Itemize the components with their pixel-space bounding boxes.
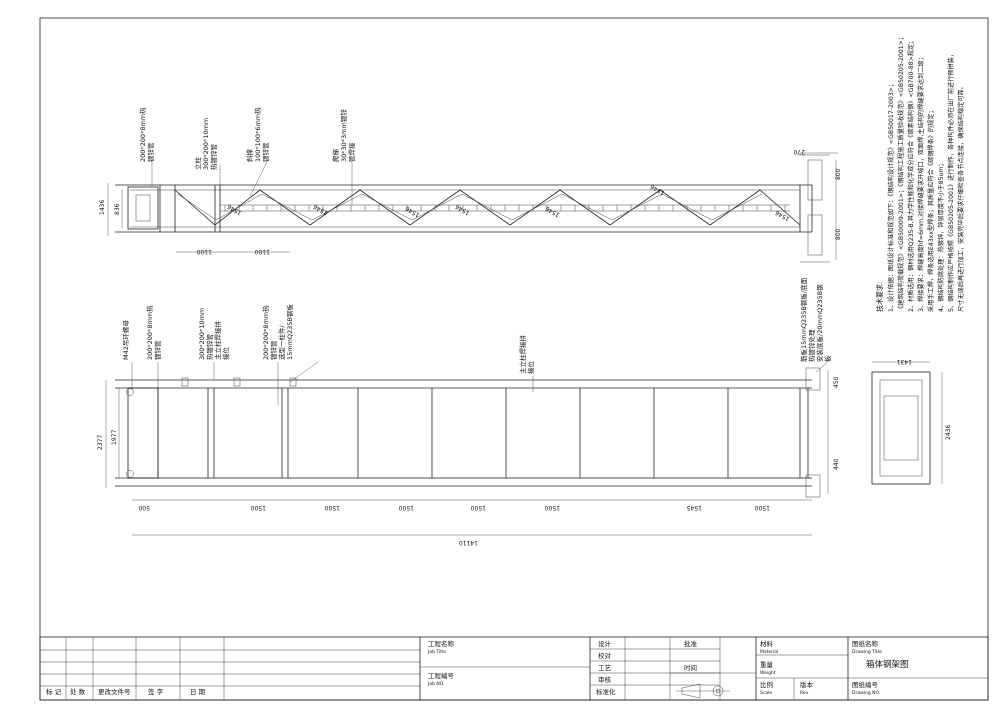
rev-header-0: 标 记: [46, 687, 62, 696]
note-line-1: 《建筑结构荷载规范》<GB50009-2001>；《钢结构工程施工质量验收规范》…: [897, 34, 905, 312]
tv-dim-1: 836: [114, 203, 121, 215]
role-review: 审核: [598, 675, 612, 684]
tv-dim-6: 1546: [404, 205, 421, 219]
tv-dim-0: 1436: [99, 200, 106, 215]
weight-en: Weight: [760, 670, 776, 676]
tv-label-1: 立柱300*200*10mm热镀锌管: [193, 118, 218, 170]
fv-label-2: 300*200*10mm热镀锌管主立柱焊接拼接位: [198, 308, 230, 360]
tv-dim-10: 1546: [774, 209, 791, 223]
scale-cn: 比例: [760, 680, 773, 689]
fv-dim-7: 1500: [399, 504, 414, 511]
fv-label-3: 200*200*8mm热镀锌管选型一柱件/15mmQ235B钢板: [261, 304, 294, 360]
notes-heading: 技术要求:: [875, 282, 884, 312]
sheet-border: [39, 17, 989, 701]
fv-dim-9: 1500: [545, 504, 560, 511]
drawing-title-en: Drawing Title: [852, 649, 882, 655]
job-no-en: Job NO.: [427, 681, 445, 687]
note-line-6: 5、钢结构制作应严格按照《GB50205-2001》进行制作，各种构件必须在出厂…: [947, 51, 955, 312]
role-design: 设计: [598, 639, 612, 648]
note-line-5: 4、钢结构防腐处理：热镀锌，锌层厚度不小于85um；: [937, 160, 945, 312]
job-no-cn: 工程编号: [428, 671, 455, 680]
rev-header-1: 处 数: [70, 687, 86, 696]
material-en: Material: [760, 649, 778, 655]
note-line-0: 1、设计依据：图纸设计标准和规范如下：《钢结构设计规范》<GB50017-200…: [887, 81, 895, 312]
tv-label-0: 200*200*8mm热镀锌管: [138, 107, 155, 162]
front-view: [105, 361, 829, 536]
fv-dim-12: 14110: [459, 539, 478, 546]
fv-dim-0: 2377: [97, 435, 104, 450]
approve-label: 批准: [684, 639, 698, 648]
fv-label-4: 主立柱焊接拼接位: [518, 335, 535, 375]
note-line-7: 尺寸无误后再进行加工，安装完毕后要求仔细检查各节点连接，确保结构稳定可靠。: [957, 83, 965, 312]
sv-dim-1: 2436: [945, 425, 952, 440]
job-title-en: Job Title: [427, 649, 446, 655]
note-line-2: 2、材质选用：钢材选用Q235-B,其力学性能和化学成分应符合《碳素结构钢》<G…: [907, 38, 915, 312]
technical-notes: 技术要求: 1、设计依据：图纸设计标准和规范如下：《钢结构设计规范》<GB500…: [875, 34, 965, 312]
fv-dim-11: 1500: [755, 504, 770, 511]
fv-dim-4: 500: [138, 504, 150, 511]
tv-dim-13: 800: [835, 228, 842, 240]
role-standard: 标准化: [596, 687, 616, 696]
tv-label-3: 爬梯30*30*3mm镀锌管焊接: [331, 109, 356, 162]
scale-en: Scale: [760, 690, 772, 696]
note-line-4: 采用手工焊，焊条选用E43xx型焊条；其质量应符合《碳钢焊条》的规定；: [927, 107, 935, 312]
fv-dim-5: 1500: [251, 504, 266, 511]
fv-label-1: 200*200*8mm热镀锌管: [145, 305, 162, 360]
front-end-frame: [127, 387, 159, 479]
rev-header-2: 更改文件号: [98, 687, 131, 696]
rev-en: Rev: [800, 690, 809, 696]
fv-label-0: M42吊环螺母: [121, 320, 130, 360]
tv-dim-12: 800: [835, 168, 842, 180]
drawing-no-en: Drawing NO.: [852, 690, 880, 696]
tv-dim-2: 1100: [197, 248, 212, 255]
fv-label-5: 筋板15mmQ235B钢板/底面热镀锌处理安装底板/20mmQ235B钢板: [799, 277, 832, 362]
role-check: 校对: [598, 651, 612, 660]
weight-cn: 重量: [760, 661, 774, 669]
end-box: [127, 186, 159, 230]
tv-dim-3: 1100: [255, 248, 270, 255]
top-view: [107, 152, 838, 263]
drawing-title-cn: 图纸名称: [852, 639, 879, 648]
tv-dim-5: 1546: [312, 203, 329, 217]
lifting-nut-icon-lower: [126, 470, 134, 478]
rev-header-3: 签 字: [148, 687, 164, 696]
fv-dim-8: 1500: [471, 504, 486, 511]
tv-dim-11: 270: [793, 148, 805, 155]
drawing-title-value: 箱体钢架图: [866, 659, 909, 670]
tv-dim-7: 1546: [454, 203, 471, 217]
material-cn: 材料: [760, 639, 774, 648]
job-title-cn: 工程名称: [428, 639, 455, 648]
drawing-no-cn: 图纸编号: [852, 680, 879, 689]
fv-dim-3: 440: [833, 458, 840, 470]
diagonal-braces: [174, 189, 801, 226]
projection-cone-icon: [681, 683, 701, 699]
tv-label-2: 斜撑100*100*6mm热镀锌管: [245, 107, 270, 162]
side-view: [871, 361, 943, 485]
rev-cn: 版本: [800, 680, 814, 689]
tv-dim-8: 1546: [544, 205, 561, 219]
rev-header-4: 日 期: [190, 688, 206, 696]
fv-dim-1: 1977: [111, 430, 118, 445]
fv-dim-2: 450: [833, 376, 840, 388]
fv-dim-6: 1500: [325, 504, 340, 511]
date-label: 时间: [684, 663, 697, 672]
role-process: 工艺: [598, 664, 612, 672]
fv-dim-10: 1545: [687, 504, 702, 511]
lifting-nut-icon: [126, 388, 134, 396]
title-block: [39, 636, 989, 701]
sv-dim-0: 1431: [897, 358, 912, 365]
note-line-3: 3、焊接要求：焊缝高度hf=6mm,对接焊缝要求开坡口，双面焊,主结构的焊缝要求…: [917, 54, 925, 312]
